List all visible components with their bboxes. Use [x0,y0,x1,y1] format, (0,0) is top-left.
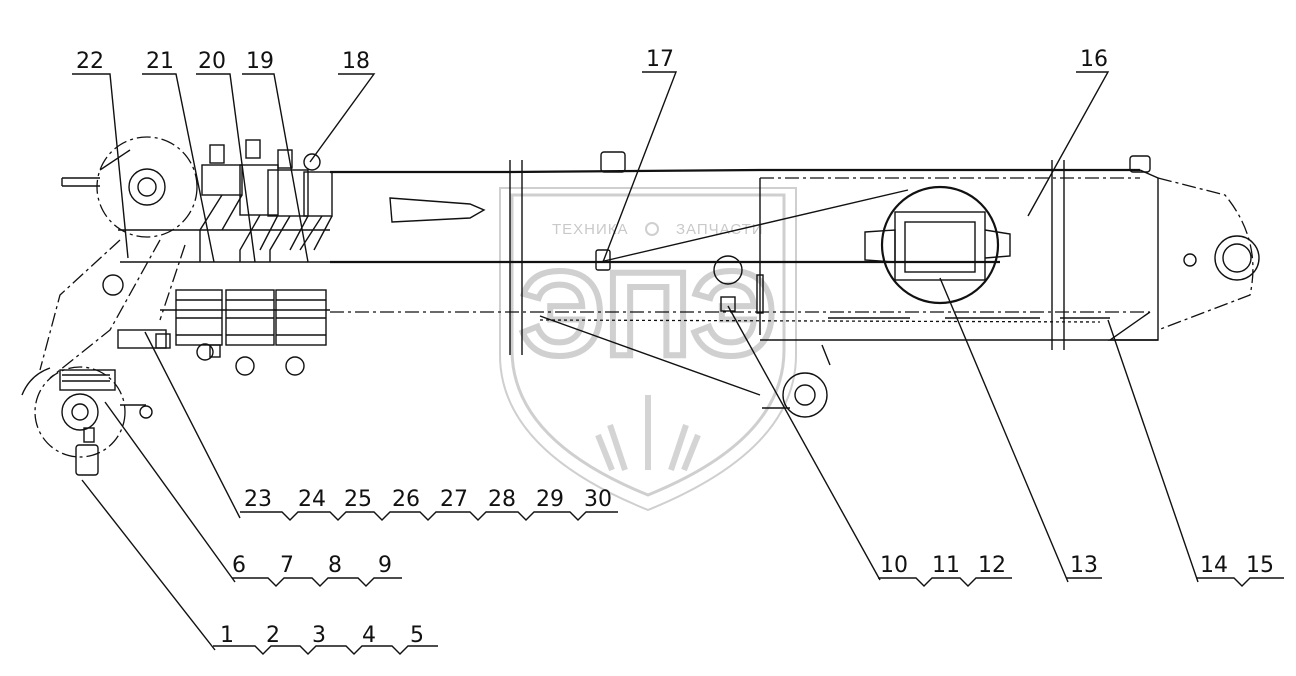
callout-23: 23 [244,487,272,512]
leader-lines [72,71,1199,651]
watermark-logo: ТЕХНИКА ЗАПЧАСТИ ЭПЭ [499,187,797,512]
callout-20: 20 [198,49,226,74]
callout-3: 3 [312,623,326,648]
callout-8: 8 [328,553,342,578]
callout-17: 17 [646,47,674,72]
callout-27: 27 [440,487,468,512]
callout-7: 7 [280,553,294,578]
callout-26: 26 [392,487,420,512]
hose-clamp-stack [155,139,333,376]
callout-4: 4 [362,623,376,648]
wheat-emblem-icon [595,395,701,472]
callout-25: 25 [344,487,372,512]
callout-15: 15 [1246,553,1274,578]
callout-labels: 22 21 20 19 18 17 16 23 24 25 26 27 28 2… [76,47,1274,648]
callout-5: 5 [410,623,424,648]
watermark-brand-right: ЗАПЧАСТИ [676,221,764,238]
callout-24: 24 [298,487,326,512]
callout-30: 30 [584,487,612,512]
callout-12: 12 [978,553,1006,578]
callout-16: 16 [1080,47,1108,72]
callout-29: 29 [536,487,564,512]
callout-10: 10 [880,553,908,578]
callout-18: 18 [342,49,370,74]
callout-11: 11 [932,553,960,578]
watermark-letters: ЭПЭ [520,247,777,381]
watermark-brand-left: ТЕХНИКА [552,221,629,238]
gear-icon [645,222,659,236]
callout-28: 28 [488,487,516,512]
callout-6: 6 [232,553,246,578]
winch-assembly [21,136,330,476]
callout-19: 19 [246,49,274,74]
callout-9: 9 [378,553,392,578]
callout-underlines [213,511,1284,655]
callout-13: 13 [1070,553,1098,578]
callout-1: 1 [220,623,234,648]
callout-2: 2 [266,623,280,648]
callout-22: 22 [76,49,104,74]
callout-21: 21 [146,49,174,74]
boom-body [330,151,1260,418]
callout-14: 14 [1200,553,1228,578]
